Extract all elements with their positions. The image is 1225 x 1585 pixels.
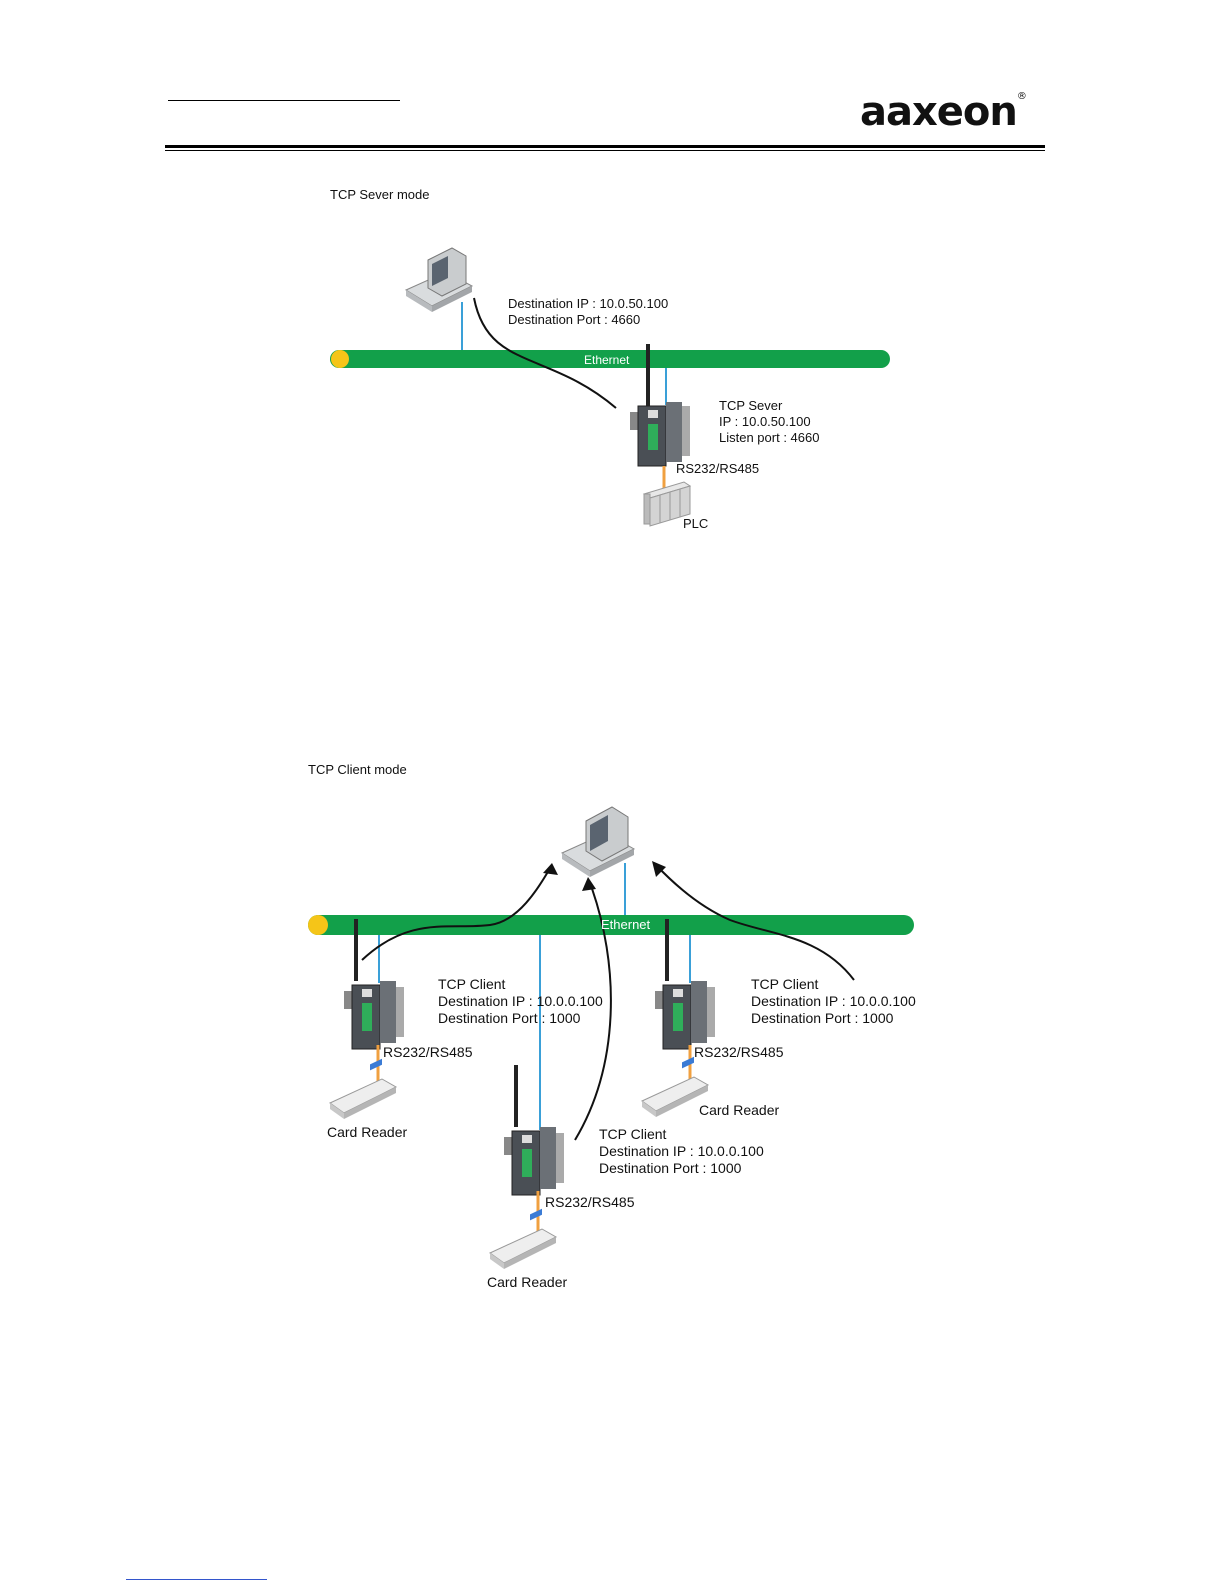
footer-link-underline	[126, 1579, 267, 1580]
connection-arrow	[473, 297, 617, 409]
tcp-client-diagram: TCP Client mode Ethernet TCP Client Dest…	[290, 745, 930, 1305]
client3-dest-ip-label: Destination IP : 10.0.0.100	[751, 993, 916, 1009]
client2-role-label: TCP Client	[599, 1126, 667, 1142]
client2-serial-label: RS232/RS485	[545, 1194, 635, 1210]
client1-card-reader-label: Card Reader	[327, 1124, 408, 1140]
card-reader-icon	[489, 1208, 558, 1269]
client1-device-icon	[344, 919, 404, 1050]
destination-port-label: Destination Port : 4660	[508, 312, 641, 327]
header-rule-short	[168, 100, 400, 101]
client3-arrow	[655, 864, 855, 981]
card-reader-icon	[329, 1058, 398, 1119]
pc-icon	[404, 247, 474, 312]
tcp-server-diagram-graphics	[330, 247, 890, 527]
server-ip-label: IP : 10.0.50.100	[719, 414, 811, 429]
tcp-server-diagram: TCP Sever mode Ethernet Destination IP :…	[318, 180, 918, 545]
destination-ip-label: Destination IP : 10.0.50.100	[508, 296, 669, 311]
client2-dest-port-label: Destination Port : 1000	[599, 1160, 742, 1176]
header-rule-thin	[165, 150, 1045, 151]
client1-dest-ip-label: Destination IP : 10.0.0.100	[438, 993, 603, 1009]
serial-label: RS232/RS485	[676, 461, 760, 476]
client3-dest-port-label: Destination Port : 1000	[751, 1010, 894, 1026]
server-device-icon	[630, 344, 690, 467]
figure2-title: TCP Client mode	[308, 762, 407, 777]
figure1-title: TCP Sever mode	[330, 187, 430, 202]
client3-device-icon	[655, 919, 715, 1050]
ethernet-end-cap	[331, 350, 349, 368]
client2-device-icon	[504, 1065, 564, 1196]
ethernet-label: Ethernet	[601, 917, 651, 932]
pc-icon	[560, 806, 636, 877]
client3-serial-label: RS232/RS485	[694, 1044, 784, 1060]
ethernet-end-cap	[308, 915, 328, 935]
client2-dest-ip-label: Destination IP : 10.0.0.100	[599, 1143, 764, 1159]
client1-dest-port-label: Destination Port : 1000	[438, 1010, 581, 1026]
server-port-label: Listen port : 4660	[719, 430, 820, 445]
ethernet-bus	[330, 350, 890, 368]
client2-arrow	[574, 882, 612, 1141]
card-reader-icon	[641, 1056, 710, 1117]
header-rule-thick	[165, 145, 1045, 148]
ethernet-label: Ethernet	[584, 353, 630, 367]
client1-arrow	[361, 864, 553, 961]
aaxeon-logo: aaxeon®	[860, 89, 1027, 135]
plc-label: PLC	[683, 516, 709, 531]
tcp-client-diagram-graphics	[308, 806, 914, 1269]
server-role-label: TCP Sever	[719, 398, 783, 413]
client2-card-reader-label: Card Reader	[487, 1274, 568, 1290]
client1-role-label: TCP Client	[438, 976, 506, 992]
client3-role-label: TCP Client	[751, 976, 819, 992]
client3-card-reader-label: Card Reader	[699, 1102, 780, 1118]
plc-icon	[642, 481, 692, 527]
client1-serial-label: RS232/RS485	[383, 1044, 473, 1060]
